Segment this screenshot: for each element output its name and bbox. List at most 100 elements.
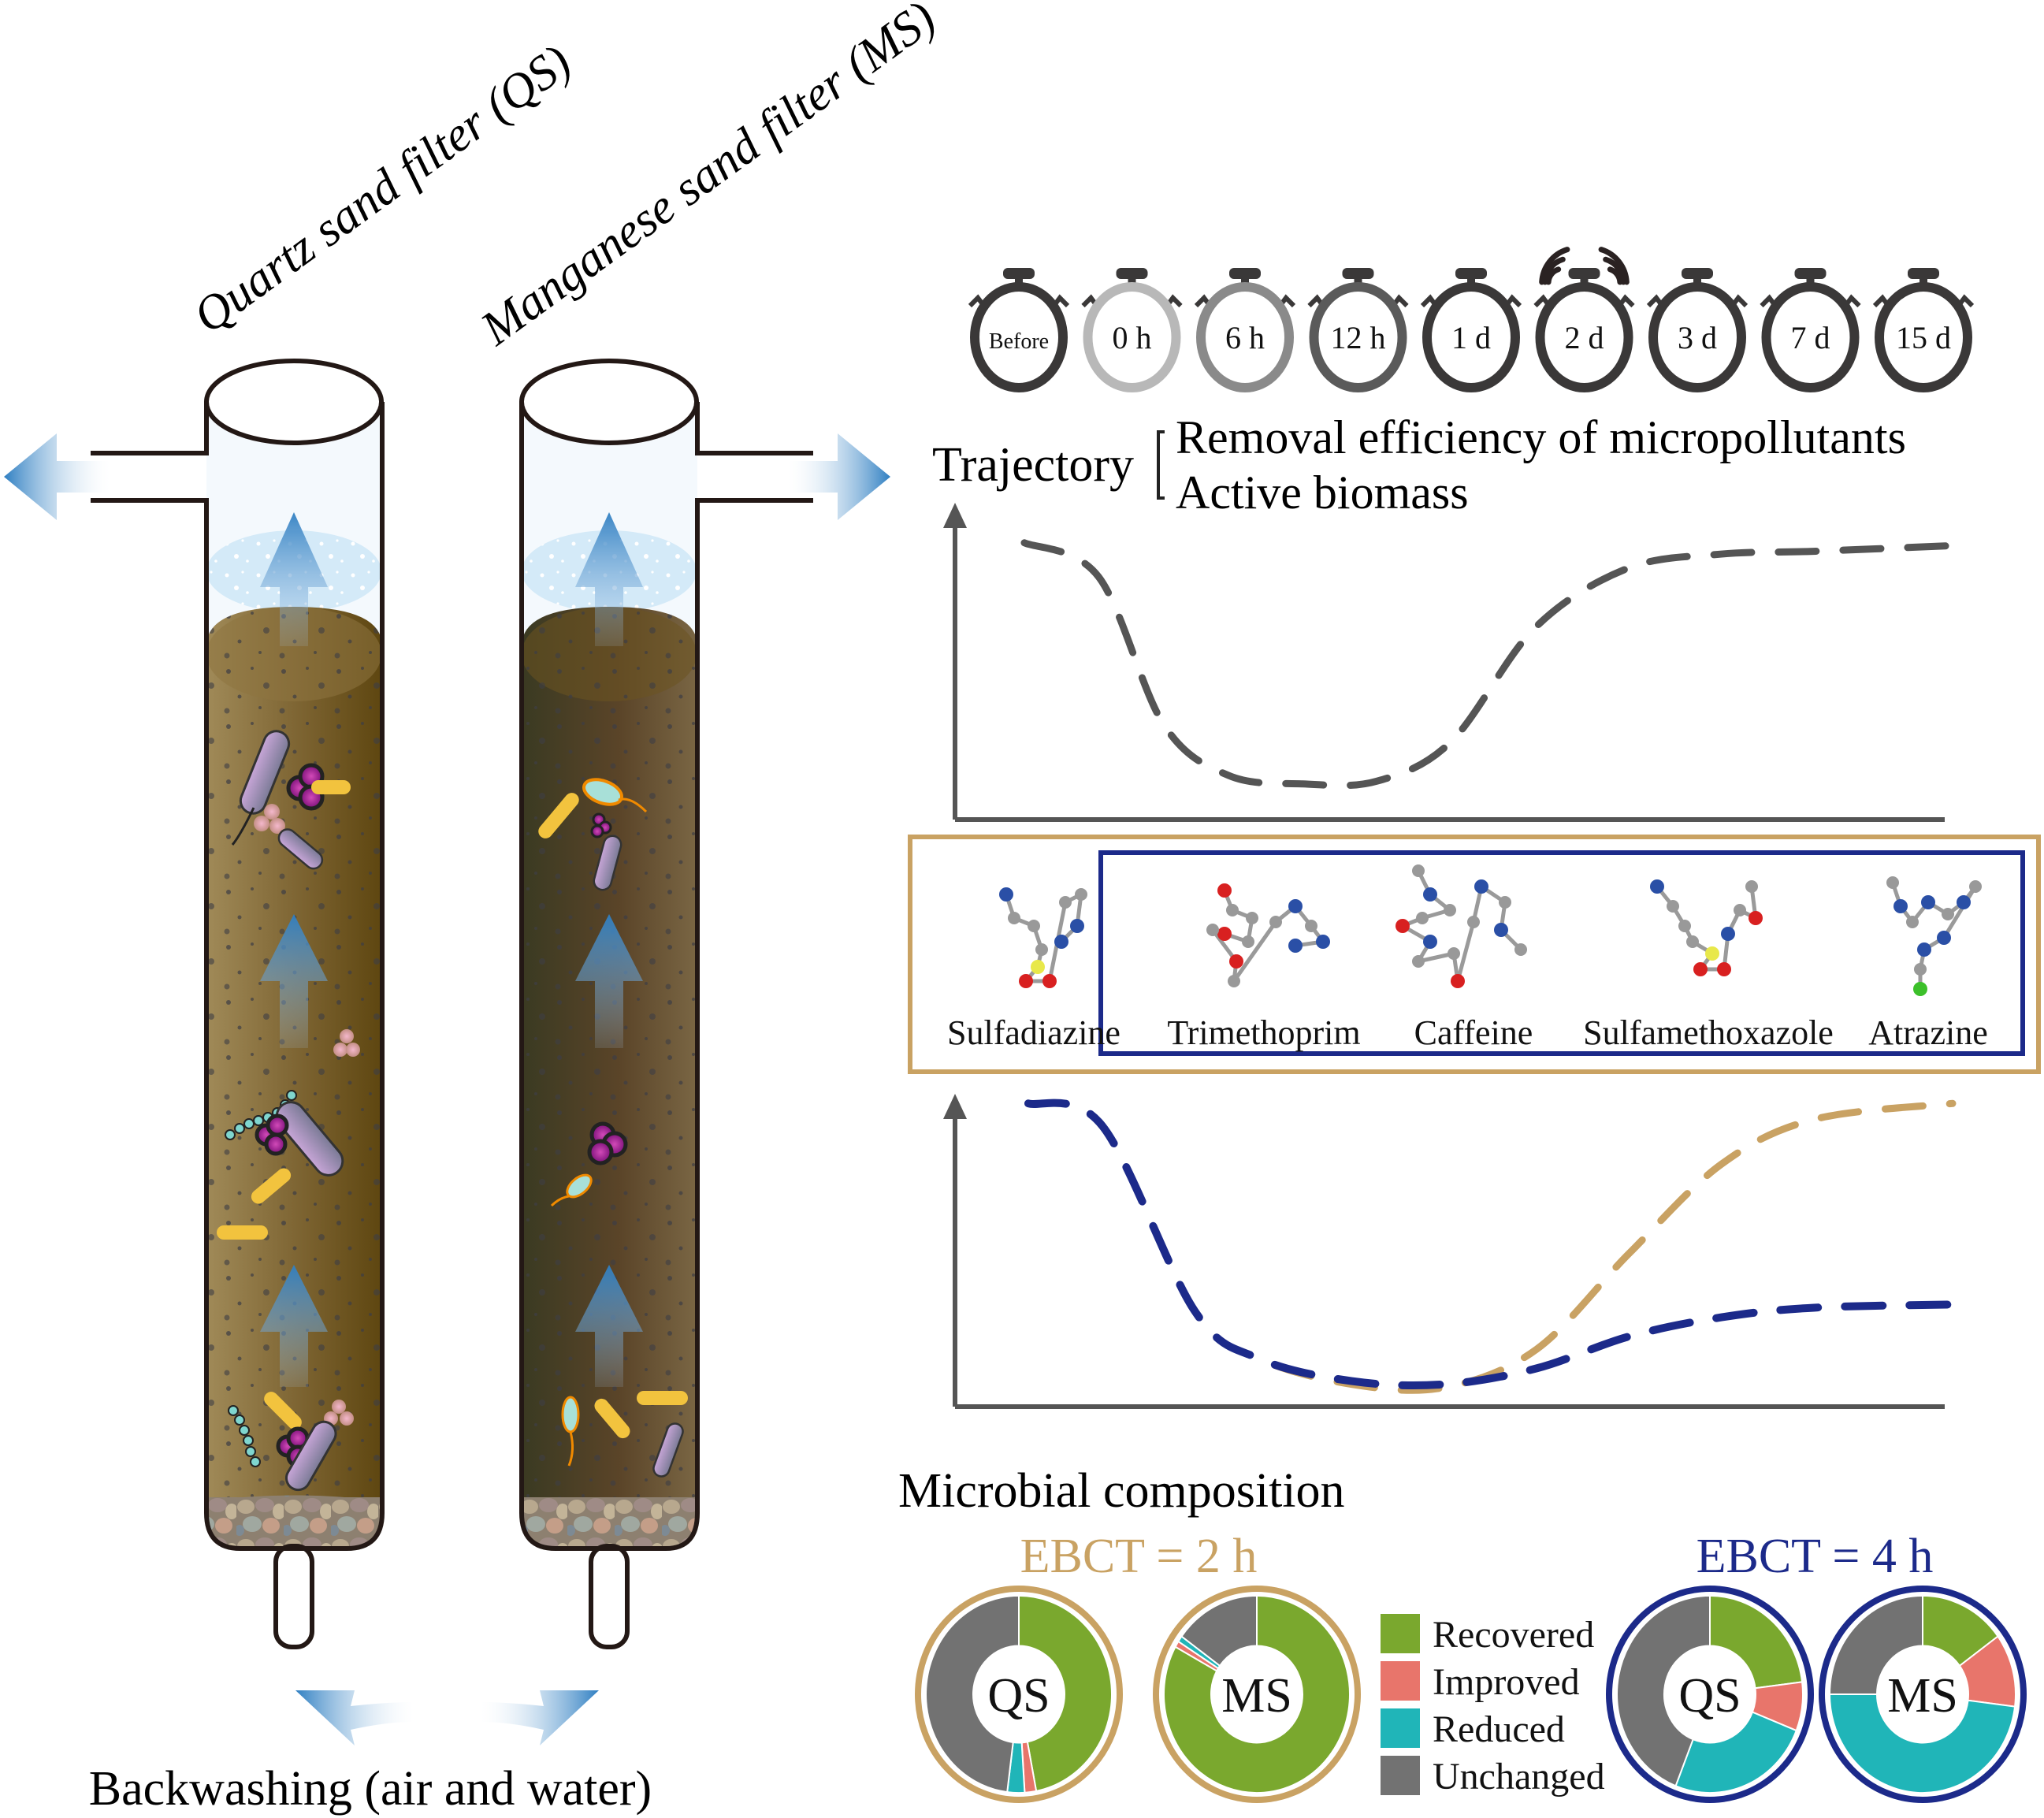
up-arrow-icon [260, 1265, 328, 1387]
molecule-sulfamethoxazole: Sulfamethoxazole [1583, 879, 1834, 1052]
legend-item-improved: Improved [1381, 1661, 1580, 1703]
atom [1906, 916, 1919, 928]
legend-label: Improved [1433, 1661, 1580, 1703]
slice-reduced [1828, 1693, 2016, 1794]
trajectory-line-biomass: Active biomass [1176, 467, 1469, 519]
stopwatch-7-d: 7 d [1760, 268, 1861, 392]
slice-recovered [1709, 1594, 1804, 1690]
series-line-overall-trajectory [1020, 539, 1957, 790]
stopwatch-ring [1309, 282, 1407, 392]
up-arrow-icon [575, 1265, 643, 1387]
atom [999, 887, 1013, 902]
atom [1721, 927, 1735, 941]
stopwatch-ring [970, 282, 1068, 392]
qs-column-top [204, 359, 384, 445]
atom [1217, 883, 1232, 898]
molecule-atrazine: Atrazine [1868, 876, 1988, 1052]
atom [1412, 864, 1425, 877]
atom [1423, 887, 1437, 902]
outflow-left-arrow-icon [4, 433, 110, 520]
legend-label: Recovered [1433, 1614, 1594, 1656]
atom [1008, 912, 1020, 924]
up-arrow-icon [260, 914, 328, 1048]
donut-center-label: MS [1887, 1669, 1958, 1723]
stopwatch-before: Before [968, 268, 1070, 392]
ms-outlet-pipe [589, 1544, 630, 1649]
atom [1019, 974, 1033, 988]
slice-unchanged [1828, 1594, 1923, 1695]
donut-center-label: QS [987, 1669, 1050, 1723]
backwashing-label: Backwashing (air and water) [89, 1762, 652, 1816]
atom [1494, 923, 1508, 937]
atom [1059, 896, 1072, 909]
atom [1686, 935, 1699, 948]
donut-center-label: QS [1678, 1669, 1741, 1723]
donut-ms-2h: MS [1153, 1586, 1361, 1803]
atom [1246, 912, 1258, 924]
donut-qs-4h: QS [1606, 1586, 1814, 1803]
stopwatch-ring [1083, 282, 1181, 392]
legend-item-reduced: Reduced [1381, 1708, 1565, 1750]
ms-column-top [519, 359, 699, 445]
stopwatch-button-icon [1682, 268, 1713, 279]
legend-swatch [1381, 1708, 1420, 1748]
stopwatch-label: 7 d [1791, 320, 1830, 355]
atom [1226, 904, 1239, 916]
stopwatch-1-d: 1 d [1420, 268, 1522, 392]
slice-recovered [1163, 1594, 1351, 1794]
stopwatch-button-icon [1455, 268, 1487, 279]
legend-label: Reduced [1433, 1708, 1565, 1750]
atom [1042, 974, 1057, 988]
stopwatch-label: 3 d [1678, 320, 1717, 355]
trajectory-header: Trajectory Removal efficiency of micropo… [932, 411, 1906, 519]
qs-outlet-pipe [273, 1544, 314, 1649]
stopwatch-12-h: 12 h [1307, 268, 1409, 392]
stopwatch-button-icon [1568, 268, 1600, 279]
trajectory-label: Trajectory [932, 438, 1134, 492]
atom [1288, 899, 1303, 913]
molecule-label: Sulfadiazine [947, 1013, 1120, 1052]
stopwatch-button-icon [1003, 268, 1035, 279]
y-axis-arrow-icon [943, 1094, 967, 1119]
atom [1749, 911, 1763, 925]
atom [1305, 920, 1317, 932]
qs-column [4, 359, 385, 1649]
lower-trajectory-chart [943, 1094, 1957, 1409]
atom [1474, 879, 1488, 894]
stopwatch-ring [1535, 282, 1633, 392]
atom [1650, 879, 1664, 894]
stopwatch-button-icon [1229, 268, 1261, 279]
atom [1228, 975, 1240, 987]
ms-column [519, 359, 890, 1649]
atom [1705, 946, 1719, 961]
legend-swatch [1381, 1661, 1420, 1701]
atom [1917, 942, 1931, 957]
atom [1514, 943, 1527, 956]
backwash-right-arrow-icon [481, 1690, 599, 1746]
atom [1288, 939, 1303, 953]
stopwatch-button-icon [1794, 268, 1827, 279]
atom [1914, 963, 1927, 976]
atom [1031, 960, 1045, 974]
stopwatch-label: 0 h [1113, 320, 1152, 355]
atom [1451, 974, 1465, 988]
up-arrow-icon [260, 512, 328, 646]
atom [1412, 955, 1425, 968]
slice-unchanged [1180, 1594, 1258, 1667]
atom [1395, 919, 1410, 933]
composition-title: Microbial composition [898, 1464, 1345, 1518]
atom [1206, 924, 1219, 936]
backwash-left-arrow-icon [295, 1690, 414, 1746]
stopwatch-label: 1 d [1451, 320, 1491, 355]
atom [1448, 947, 1460, 960]
atom [1969, 880, 1982, 893]
stopwatch-2-d: 2 d [1533, 247, 1635, 392]
molecule-label: Sulfamethoxazole [1583, 1013, 1834, 1052]
ebct4-label: EBCT = 4 h [1697, 1530, 1934, 1583]
atom [1667, 900, 1679, 913]
stopwatch-ring [1196, 282, 1294, 392]
